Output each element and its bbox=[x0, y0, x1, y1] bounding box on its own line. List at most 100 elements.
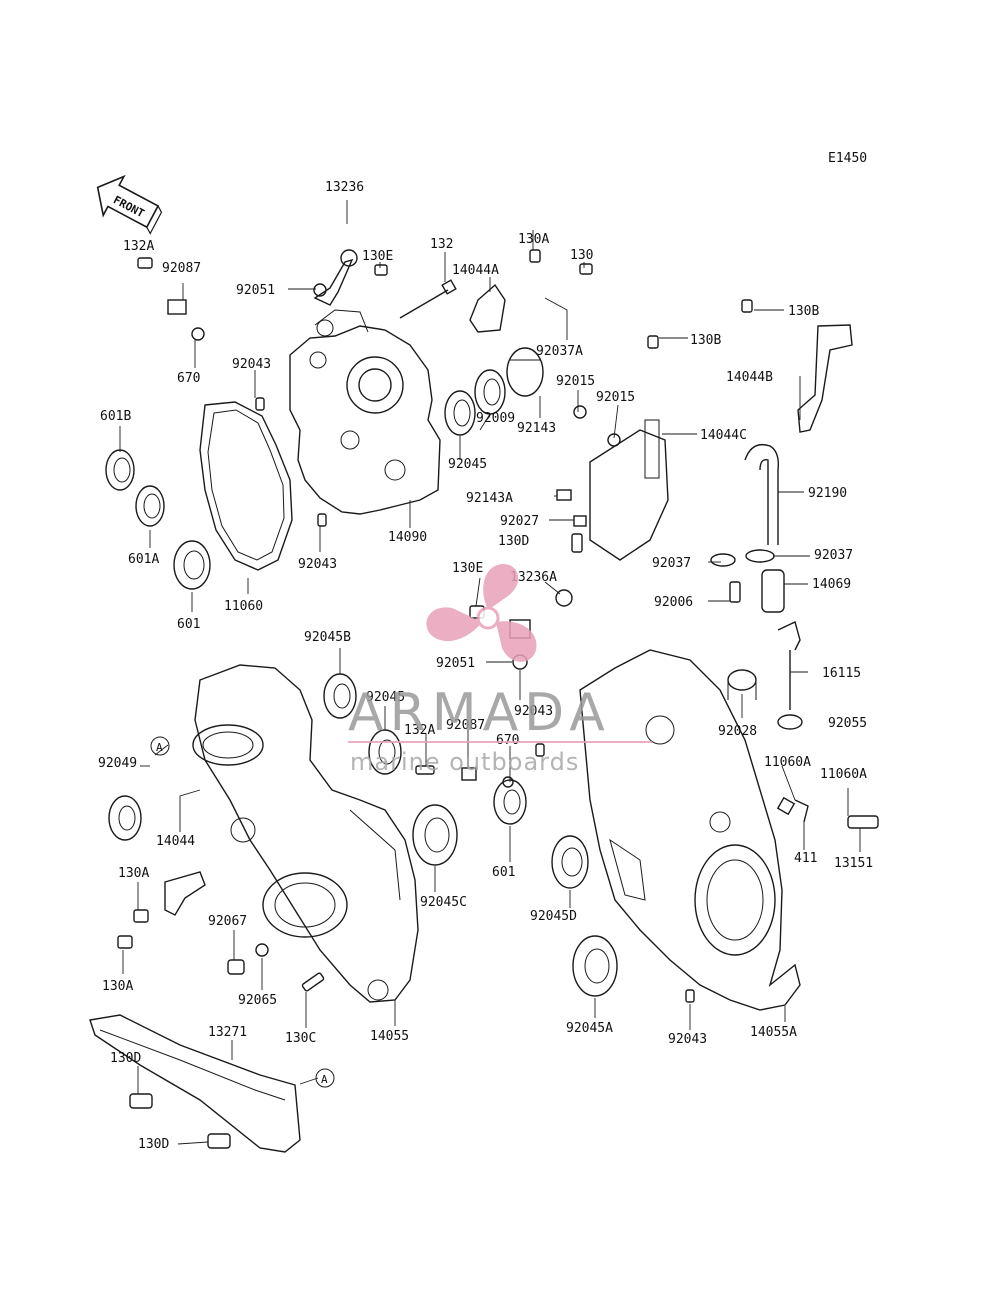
part-label: 130E bbox=[362, 249, 393, 264]
watermark-brand: ARMADA bbox=[348, 683, 611, 743]
plug-13151 bbox=[847, 815, 879, 829]
bolt-132 bbox=[399, 279, 457, 319]
bearing-601 bbox=[173, 540, 211, 590]
part-label: 11060A bbox=[764, 755, 811, 770]
part-label: 130C bbox=[285, 1031, 316, 1046]
shift-lever-13236 bbox=[313, 249, 358, 306]
propeller-logo-icon bbox=[426, 563, 537, 662]
part-label: 92067 bbox=[208, 914, 247, 929]
part-label: 92087 bbox=[446, 718, 485, 733]
crankcase-14055A bbox=[579, 649, 801, 1011]
plate-13271 bbox=[89, 1014, 301, 1153]
plate-14044C bbox=[589, 419, 669, 561]
bearing-92045C bbox=[412, 804, 458, 866]
filter-14069 bbox=[761, 569, 785, 613]
part-label: 92065 bbox=[238, 993, 277, 1008]
fasteners bbox=[117, 249, 809, 1149]
part-label: 92049 bbox=[98, 756, 137, 771]
part-label: 11060A bbox=[820, 767, 867, 782]
ref-marker-a-2: A bbox=[315, 1068, 335, 1088]
part-label: 92009 bbox=[476, 411, 515, 426]
bearing-92045D bbox=[551, 835, 589, 889]
part-label: 14044A bbox=[452, 263, 499, 278]
part-label: 92043 bbox=[298, 557, 337, 572]
part-label: 132A bbox=[404, 723, 435, 738]
ref-marker-a-1: A bbox=[150, 736, 170, 756]
part-label: 92051 bbox=[436, 656, 475, 671]
gasket bbox=[199, 401, 293, 571]
part-label: 92190 bbox=[808, 486, 847, 501]
part-label: 92015 bbox=[596, 390, 635, 405]
part-label: 14090 bbox=[388, 530, 427, 545]
part-label: 130D bbox=[498, 534, 529, 549]
part-label: 601 bbox=[177, 617, 200, 632]
bearing-601A bbox=[135, 485, 165, 527]
part-label: 92043 bbox=[514, 704, 553, 719]
part-label: 92037 bbox=[814, 548, 853, 563]
part-label: 92037A bbox=[536, 344, 583, 359]
part-label: 92045D bbox=[530, 909, 577, 924]
part-label: 92045A bbox=[566, 1021, 613, 1036]
propeller-blade bbox=[496, 621, 537, 662]
bearing-92045A bbox=[572, 935, 618, 997]
part-label: 13236 bbox=[325, 180, 364, 195]
part-label: 601B bbox=[100, 409, 131, 424]
part-label: 92143A bbox=[466, 491, 513, 506]
ref-marker-text: A bbox=[321, 1073, 328, 1086]
part-label: 14069 bbox=[812, 577, 851, 592]
collar-92143 bbox=[506, 347, 544, 397]
part-label: 16115 bbox=[822, 666, 861, 681]
part-label: 14055 bbox=[370, 1029, 409, 1044]
part-label: 14044B bbox=[726, 370, 773, 385]
part-label: 130 bbox=[570, 248, 593, 263]
part-label: 130A bbox=[102, 979, 133, 994]
part-label: 130A bbox=[518, 232, 549, 247]
part-label: 13271 bbox=[208, 1025, 247, 1040]
part-label: 92143 bbox=[517, 421, 556, 436]
part-label: 130D bbox=[110, 1051, 141, 1066]
part-label: 92045 bbox=[366, 690, 405, 705]
part-label: 92015 bbox=[556, 374, 595, 389]
part-label: 92006 bbox=[654, 595, 693, 610]
ref-marker-text: A bbox=[156, 741, 163, 754]
part-label: 92043 bbox=[232, 357, 271, 372]
part-label: 13151 bbox=[834, 856, 873, 871]
seal-92009 bbox=[474, 369, 506, 415]
part-label: 670 bbox=[177, 371, 200, 386]
part-label: 92043 bbox=[668, 1032, 707, 1047]
part-label: 13236A bbox=[510, 570, 557, 585]
leader-lines bbox=[119, 200, 861, 1145]
propeller-hub bbox=[476, 606, 500, 630]
diagram-code: E1450 bbox=[828, 151, 867, 166]
front-arrow-icon: FRONT bbox=[96, 174, 163, 235]
bracket-14044B bbox=[797, 324, 853, 433]
dipstick-16115 bbox=[777, 621, 803, 730]
bracket-14044A bbox=[469, 283, 506, 333]
propeller-blade bbox=[483, 563, 519, 610]
seal-92049 bbox=[108, 795, 142, 841]
bracket-14044 bbox=[164, 871, 206, 916]
part-label: 132 bbox=[430, 237, 453, 252]
part-label: 14055A bbox=[750, 1025, 797, 1040]
seal-92045-upper bbox=[444, 390, 476, 436]
part-label: 92045B bbox=[304, 630, 351, 645]
watermark: ARMADA marine outboards bbox=[348, 563, 652, 776]
crankcase-14055 bbox=[192, 664, 419, 1003]
part-label: 130E bbox=[452, 561, 483, 576]
part-label: 92027 bbox=[500, 514, 539, 529]
part-label: 601 bbox=[492, 865, 515, 880]
part-label: 132A bbox=[123, 239, 154, 254]
part-label: 92045C bbox=[420, 895, 467, 910]
part-label: 130D bbox=[138, 1137, 169, 1152]
collar-92028 bbox=[727, 669, 757, 700]
part-label: 130A bbox=[118, 866, 149, 881]
hose-92190 bbox=[744, 443, 780, 545]
part-label: 670 bbox=[496, 733, 519, 748]
part-label: 92045 bbox=[448, 457, 487, 472]
part-label: 130B bbox=[788, 304, 819, 319]
part-label: 14044 bbox=[156, 834, 195, 849]
part-labels: 13236 132A 92087 130E 132 14044A 130A 13… bbox=[98, 180, 873, 1152]
part-label: 92055 bbox=[828, 716, 867, 731]
gear-cover bbox=[289, 309, 441, 515]
